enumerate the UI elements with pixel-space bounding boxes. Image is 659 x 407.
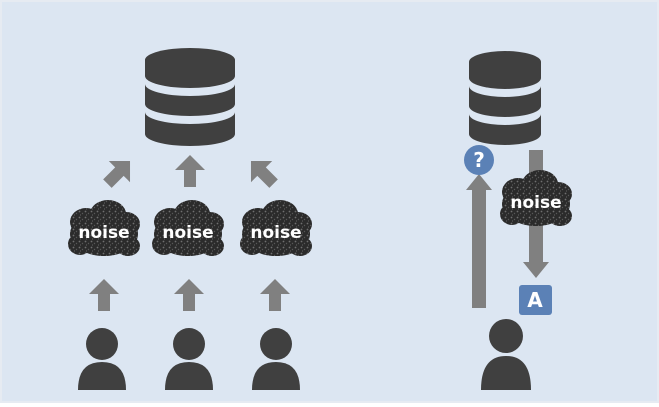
- answer-badge-icon: [519, 285, 552, 315]
- query-arrow-icon: [466, 174, 492, 308]
- user-icon-1: [78, 328, 126, 390]
- noise-cloud-3: [240, 200, 312, 256]
- database-icon-right: [469, 51, 541, 145]
- noise-cloud-2: [152, 200, 224, 256]
- arrow-center-up-icon: [175, 155, 205, 187]
- arrow-up-user2-icon: [174, 279, 204, 311]
- database-icon: [145, 48, 235, 146]
- arrow-left-up-icon: [103, 160, 131, 188]
- arrow-up-user3-icon: [260, 279, 290, 311]
- noise-cloud-1: [68, 200, 140, 256]
- arrow-right-up-icon: [250, 160, 278, 188]
- arrow-up-user1-icon: [89, 279, 119, 311]
- query-badge-icon: [464, 145, 494, 175]
- user-icon-right: [481, 319, 531, 390]
- user-icon-3: [252, 328, 300, 390]
- user-icon-2: [165, 328, 213, 390]
- noise-cloud-right: [500, 170, 572, 226]
